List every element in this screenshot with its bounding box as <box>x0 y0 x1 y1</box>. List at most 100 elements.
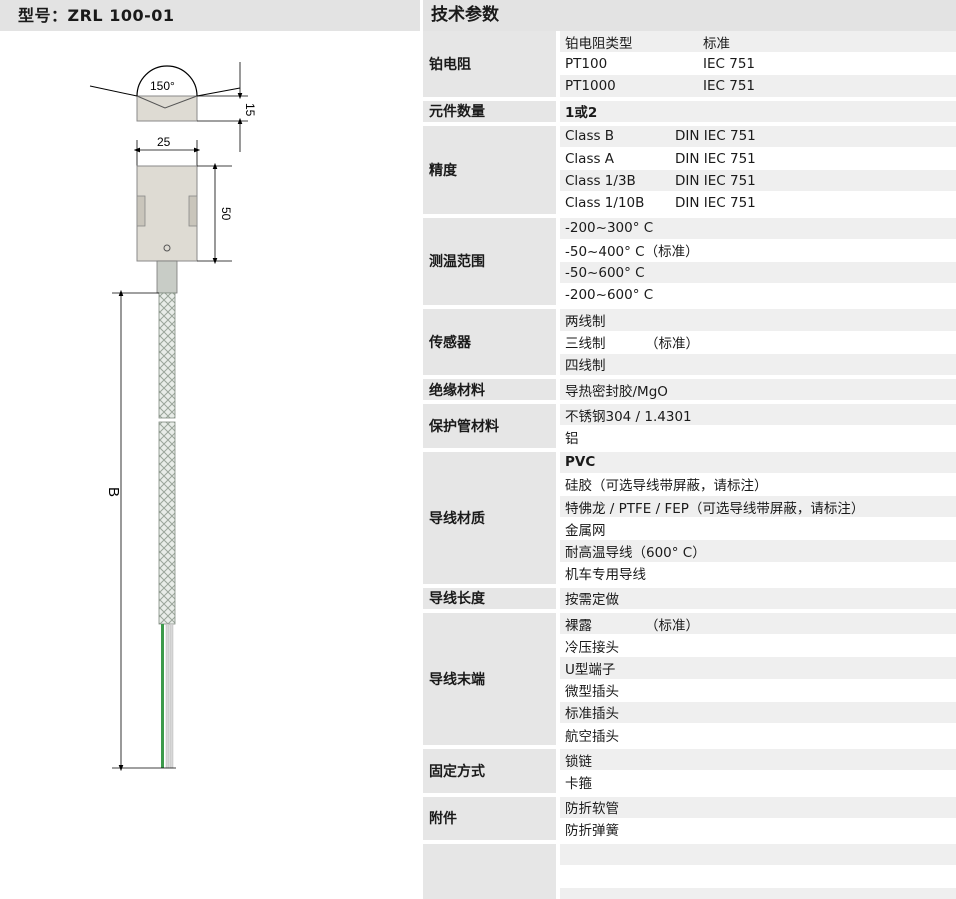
spec-value: Class 1/3B <box>565 172 636 189</box>
spec-label: 保护管材料 <box>423 404 556 448</box>
spec-value: 机车专用导线 <box>565 567 646 584</box>
spec-value: 标准插头 <box>565 706 619 723</box>
spec-value-row: 航空插头 <box>560 724 956 745</box>
spec-value: 特佛龙 / PTFE / FEP（可选导线带屏蔽，请标注） <box>565 500 865 517</box>
spec-value: Class 1/10B <box>565 194 645 211</box>
spec-value-row: 金属网 <box>560 518 956 539</box>
spec-value: 1或2 <box>565 105 598 122</box>
spec-value-row: 1或2 <box>560 100 956 122</box>
spec-value-row: 按需定做 <box>560 587 956 609</box>
spec-label: 固定方式 <box>423 749 556 793</box>
spec-value-secondary: （标准） <box>645 336 699 353</box>
spec-value-row: 冷压接头 <box>560 635 956 656</box>
spec-empty-label <box>423 844 556 899</box>
spec-value-secondary: DIN IEC 751 <box>675 150 756 167</box>
spec-value-secondary: DIN IEC 751 <box>675 128 756 145</box>
dim-height-top: 15 <box>243 103 257 117</box>
spec-value-secondary: 标准 <box>703 35 730 52</box>
spec-value-row: 裸露 （标准） <box>560 613 956 635</box>
spec-value-row: PT100 IEC 751 <box>560 53 956 74</box>
spec-label: 传感器 <box>423 309 556 375</box>
spec-value-row: 硅胶（可选导线带屏蔽，请标注） <box>560 474 956 495</box>
dim-width: 25 <box>157 135 171 149</box>
spec-value-row: 导热密封胶/MgO <box>560 379 956 401</box>
spec-value: 航空插头 <box>565 728 619 745</box>
spec-value: 两线制 <box>565 313 606 330</box>
spec-empty-row <box>560 888 956 899</box>
spec-value-row: 三线制 （标准） <box>560 332 956 353</box>
spec-value: 硅胶（可选导线带屏蔽，请标注） <box>565 478 768 495</box>
spec-value-row: Class B DIN IEC 751 <box>560 125 956 147</box>
spec-value: 导热密封胶/MgO <box>565 383 668 400</box>
spec-value-row: PVC <box>560 451 956 473</box>
spec-value-row: 耐高温导线（600° C） <box>560 540 956 562</box>
spec-label: 元件数量 <box>423 100 556 122</box>
spec-value-row: 两线制 <box>560 309 956 331</box>
spec-value: 按需定做 <box>565 592 619 609</box>
spec-value-secondary: DIN IEC 751 <box>675 172 756 189</box>
spec-label: 绝缘材料 <box>423 379 556 401</box>
spec-value: -50~400° C（标准） <box>565 244 699 261</box>
spec-value: -200~600° C <box>565 286 654 303</box>
angle-label: 150° <box>150 79 175 93</box>
spec-value: 四线制 <box>565 358 606 375</box>
spec-value: 三线制 <box>565 336 606 353</box>
spec-label: 附件 <box>423 796 556 840</box>
spec-value-row: 铂电阻类型 标准 <box>560 31 956 53</box>
spec-value-row: PT1000 IEC 751 <box>560 75 956 97</box>
dim-length: B <box>105 487 122 497</box>
spec-empty-row <box>560 844 956 866</box>
spec-value-row: 机车专用导线 <box>560 563 956 584</box>
spec-value: PT100 <box>565 55 608 72</box>
spec-value-secondary: （标准） <box>645 617 699 634</box>
spec-value-row: U型端子 <box>560 657 956 679</box>
spec-value: Class A <box>565 150 615 167</box>
spec-label: 导线材质 <box>423 451 556 584</box>
spec-value: -50~600° C <box>565 264 645 281</box>
spec-value: 铝 <box>565 430 579 447</box>
width-dimension: 25 <box>133 135 201 166</box>
spec-value-row: 四线制 <box>560 353 956 375</box>
sensor-housing: 50 <box>136 162 233 265</box>
spec-value: 金属网 <box>565 522 606 539</box>
spec-value-row: 防折弹簧 <box>560 819 956 840</box>
spec-value-secondary: IEC 751 <box>703 77 755 94</box>
spec-value: 防折软管 <box>565 801 619 818</box>
spec-value-row: 锁链 <box>560 749 956 771</box>
length-dimension: B <box>105 289 176 772</box>
spec-value: 卡箍 <box>565 775 592 792</box>
spec-value: 铂电阻类型 <box>565 35 633 52</box>
spec-header: 技术参数 <box>423 0 956 31</box>
spec-value-row: 卡箍 <box>560 771 956 792</box>
model-title: 型号：ZRL 100-01 <box>0 0 420 31</box>
spec-value-row: 不锈钢304 / 1.4301 <box>560 404 956 426</box>
spec-value-row: 微型插头 <box>560 680 956 701</box>
spec-value: 防折弹簧 <box>565 823 619 840</box>
spec-value-row: 标准插头 <box>560 701 956 723</box>
spec-value-row: 铝 <box>560 426 956 447</box>
cable <box>156 260 178 769</box>
spec-value-row: 特佛龙 / PTFE / FEP（可选导线带屏蔽，请标注） <box>560 496 956 518</box>
spec-value: 裸露 <box>565 617 592 634</box>
spec-value: 不锈钢304 / 1.4301 <box>565 408 692 425</box>
spec-value: PT1000 <box>565 77 616 94</box>
spec-value: 微型插头 <box>565 684 619 701</box>
spec-label: 导线长度 <box>423 587 556 609</box>
spec-value: U型端子 <box>565 661 616 678</box>
dim-height-box: 50 <box>219 207 233 221</box>
spec-value-row: Class A DIN IEC 751 <box>560 148 956 169</box>
spec-value: 耐高温导线（600° C） <box>565 544 706 561</box>
spec-value-row: -200~300° C <box>560 217 956 239</box>
spec-value-secondary: IEC 751 <box>703 55 755 72</box>
clip-part: 150° 15 <box>89 62 257 152</box>
spec-value-row: -50~600° C <box>560 262 956 284</box>
spec-value: Class B <box>565 128 615 145</box>
spec-value-row: -200~600° C <box>560 284 956 305</box>
spec-value: 冷压接头 <box>565 639 619 656</box>
spec-value: PVC <box>565 454 596 471</box>
sensor-technical-drawing: 150° 15 25 50 B <box>89 62 257 772</box>
spec-value-row: 防折软管 <box>560 796 956 818</box>
spec-value: 锁链 <box>565 753 592 770</box>
